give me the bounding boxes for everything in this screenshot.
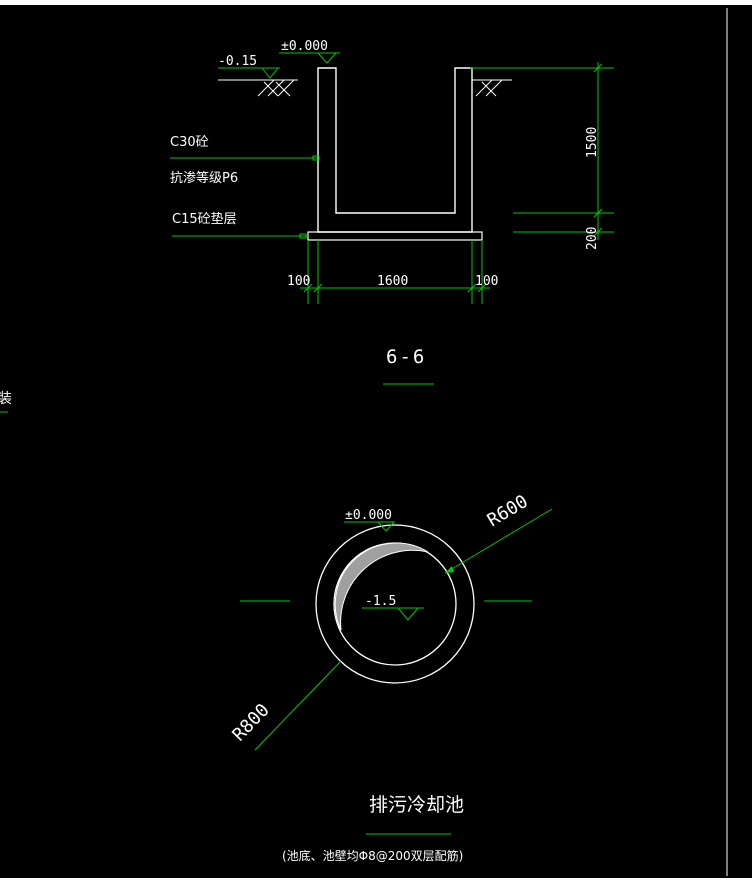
dim-right: 100 — [475, 274, 498, 289]
note-cushion: C15砼垫层 — [172, 211, 237, 227]
top-border — [0, 0, 752, 5]
radius-inner-arrow — [445, 566, 454, 573]
radius-outer-leader — [254, 660, 342, 751]
dim-left: 100 — [287, 274, 310, 289]
plan-elev-top-text: ±0.000 — [345, 508, 392, 523]
note-cushion-arrow — [299, 233, 307, 239]
radius-inner-leader — [444, 508, 553, 574]
section-title: 6-6 — [386, 346, 426, 368]
elev-top-text: ±0.000 — [281, 39, 328, 54]
note-concrete: C30砼 — [170, 135, 209, 150]
dim-cushion: 200 — [585, 227, 600, 250]
soil-hatch-right — [475, 79, 503, 97]
plan-elev-bottom-marker — [397, 607, 419, 621]
horizontal-dimension — [300, 240, 490, 304]
plan-elev-bottom-text: -1.5 — [365, 594, 396, 609]
bottom-border — [0, 878, 752, 883]
elev-ground-text: -0.15 — [218, 54, 257, 69]
dim-wall-height: 1500 — [585, 127, 600, 158]
note-impermeability: 抗渗等级P6 — [170, 170, 238, 186]
dim-width: 1600 — [377, 274, 408, 289]
section-6-6: -0.15 ±0.000 C30砼 抗渗等级P6 C15砼垫层 1500 200 — [170, 39, 614, 385]
note-concrete-arrow — [312, 155, 320, 161]
elev-ground-marker — [261, 67, 279, 79]
plan-note: (池底、池壁均Φ8@200双层配筋) — [282, 848, 463, 863]
vertical-dimension — [470, 62, 614, 240]
plan-title: 排污冷却池 — [369, 794, 464, 816]
outer-circle — [315, 524, 475, 684]
crescent-fill — [334, 542, 429, 631]
elev-top-marker — [317, 52, 337, 64]
edge-label: 装 — [0, 391, 12, 407]
soil-hatch-left — [257, 79, 295, 97]
plan-elev-top-marker — [377, 521, 395, 532]
